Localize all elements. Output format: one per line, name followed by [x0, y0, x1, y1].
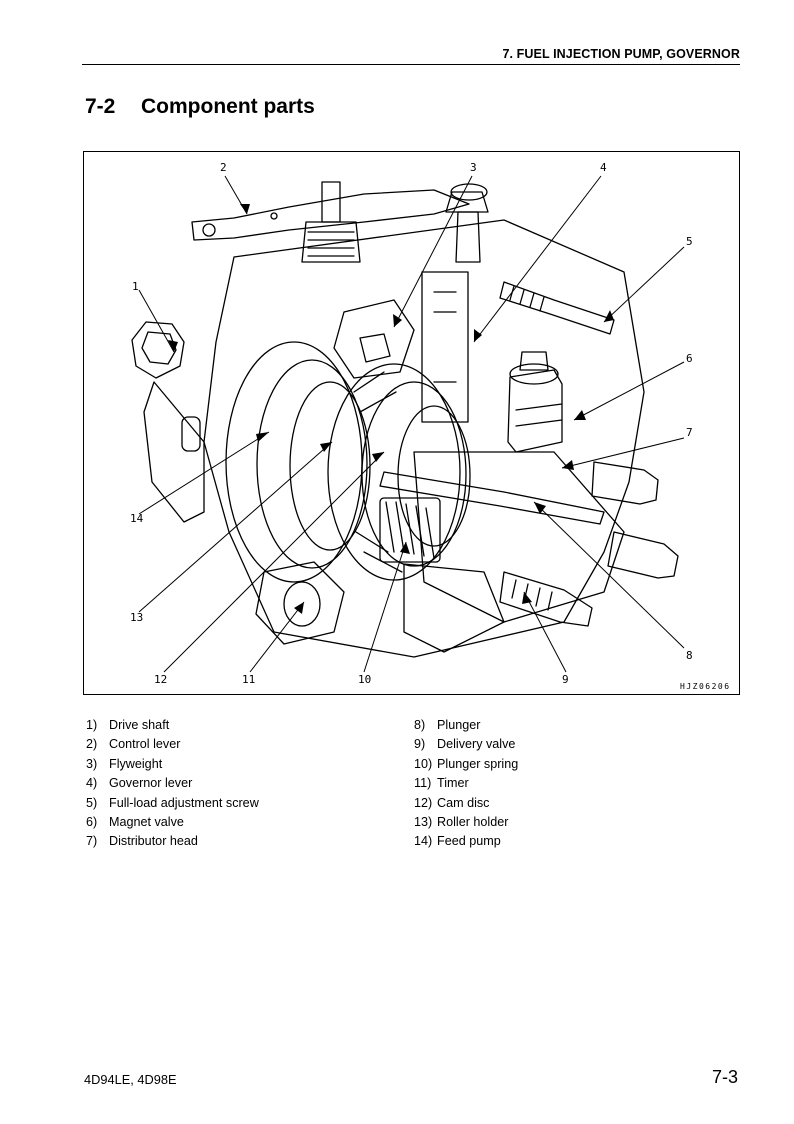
legend-item: 6)Magnet valve [86, 814, 184, 829]
callout-13: 13 [130, 611, 143, 624]
flyweight [333, 299, 415, 379]
legend-item: 10)Plunger spring [414, 756, 519, 771]
figure-code: HJZ06206 [680, 682, 731, 691]
callout-1: 1 [132, 280, 139, 293]
legend-item: 3)Flyweight [86, 756, 163, 771]
legend-item: 4)Governor lever [86, 776, 193, 791]
parts-legend-left: 1)Drive shaft 2)Control lever 3)Flyweigh… [86, 716, 259, 852]
page-number: 7-3 [711, 1067, 738, 1087]
drive-shaft-nut [131, 321, 185, 379]
callout-7: 7 [686, 426, 693, 439]
legend-item: 13)Roller holder [414, 814, 509, 829]
callout-8: 8 [686, 649, 693, 662]
header-rule [82, 64, 740, 65]
callout-12: 12 [154, 673, 167, 686]
full-load-adjustment-screw [499, 281, 615, 335]
callout-4: 4 [600, 161, 607, 174]
parts-legend-right: 8)Plunger 9)Delivery valve 10)Plunger sp… [414, 716, 518, 852]
callout-10: 10 [358, 673, 371, 686]
callout-5: 5 [686, 235, 693, 248]
magnet-valve [507, 369, 563, 453]
callout-6: 6 [686, 352, 693, 365]
legend-item: 12)Cam disc [414, 795, 490, 810]
legend-item: 2)Control lever [86, 737, 181, 752]
distributor-head [413, 451, 625, 623]
section-number: 7-2 [85, 95, 116, 118]
callout-3: 3 [470, 161, 477, 174]
footer-models: 4D94LE, 4D98E [84, 1072, 177, 1087]
pump-cutaway-drawing: 1 2 3 4 5 6 7 8 9 10 11 12 13 14 HJZ0620… [130, 161, 731, 691]
legend-item: 9)Delivery valve [414, 737, 516, 752]
legend-item: 14)Feed pump [414, 834, 501, 849]
callout-11: 11 [242, 673, 255, 686]
running-header: 7. FUEL INJECTION PUMP, GOVERNOR [502, 47, 740, 61]
section-title: 7-2 Component parts [85, 95, 315, 119]
callout-14: 14 [130, 512, 144, 525]
control-lever-plate [191, 189, 470, 241]
pump-housing [203, 219, 645, 658]
legend-item: 8)Plunger [414, 718, 481, 732]
plunger [379, 471, 605, 525]
pump-illustration: 1 2 3 4 5 6 7 8 9 10 11 12 13 14 HJZ0620… [83, 151, 740, 695]
section-heading: Component parts [141, 95, 315, 118]
callout-2: 2 [220, 161, 227, 174]
legend-item: 7)Distributor head [86, 834, 198, 849]
plunger-spring [385, 501, 435, 559]
delivery-valve [499, 571, 593, 627]
legend-item: 11)Timer [414, 776, 469, 791]
legend-item: 1)Drive shaft [86, 718, 170, 732]
timer [255, 561, 345, 645]
callout-9: 9 [562, 673, 569, 686]
legend-item: 5)Full-load adjustment screw [86, 795, 259, 810]
